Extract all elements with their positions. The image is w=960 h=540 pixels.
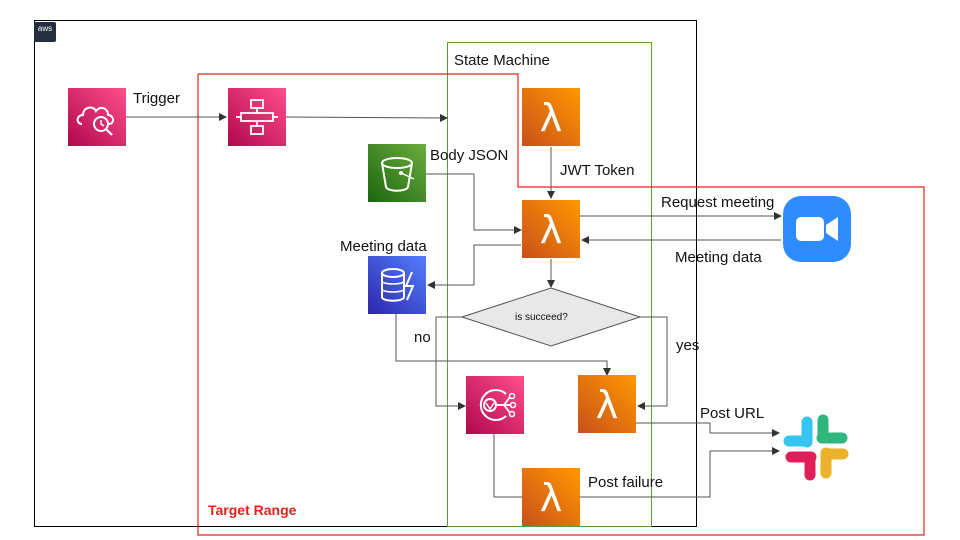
zoom-icon: [783, 196, 851, 262]
body-json-label: Body JSON: [430, 147, 509, 164]
trigger-label: Trigger: [133, 90, 180, 107]
aws-logo-badge: aws: [34, 22, 56, 42]
jwt-token-label: JWT Token: [560, 162, 635, 179]
yes-branch-label: yes: [676, 337, 700, 354]
decision-label: is succeed?: [515, 312, 568, 323]
meeting-data-zoom-label: Meeting data: [675, 249, 762, 266]
step-functions-icon: [228, 88, 286, 146]
connectors: [126, 113, 782, 498]
lambda-post-failure-icon: λ: [522, 468, 580, 526]
request-meeting-label: Request meeting: [661, 194, 775, 211]
target-range-boundary: [197, 73, 925, 536]
sns-icon: [466, 376, 524, 434]
decision-diamond: [460, 287, 642, 347]
post-failure-label: Post failure: [588, 474, 664, 491]
post-url-label: Post URL: [700, 405, 765, 422]
svg-text:λ: λ: [540, 476, 563, 520]
no-branch-label: no: [414, 329, 431, 346]
aws-cloud-group: [34, 20, 697, 527]
dynamodb-icon: [368, 256, 426, 314]
lambda-request-meeting-icon: λ: [522, 200, 580, 258]
s3-bucket-icon: [368, 144, 426, 202]
svg-text:λ: λ: [596, 383, 619, 427]
eventbridge-scheduler-icon: [68, 88, 126, 146]
slack-icon: [783, 414, 849, 481]
state-machine-label: State Machine: [454, 52, 550, 69]
svg-text:λ: λ: [540, 208, 563, 252]
lambda-jwt-icon: λ: [522, 88, 580, 146]
svg-text:λ: λ: [540, 96, 563, 140]
target-range-label: Target Range: [208, 502, 297, 518]
lambda-post-url-icon: λ: [578, 375, 636, 433]
meeting-data-dynamodb-label: Meeting data: [340, 238, 427, 255]
